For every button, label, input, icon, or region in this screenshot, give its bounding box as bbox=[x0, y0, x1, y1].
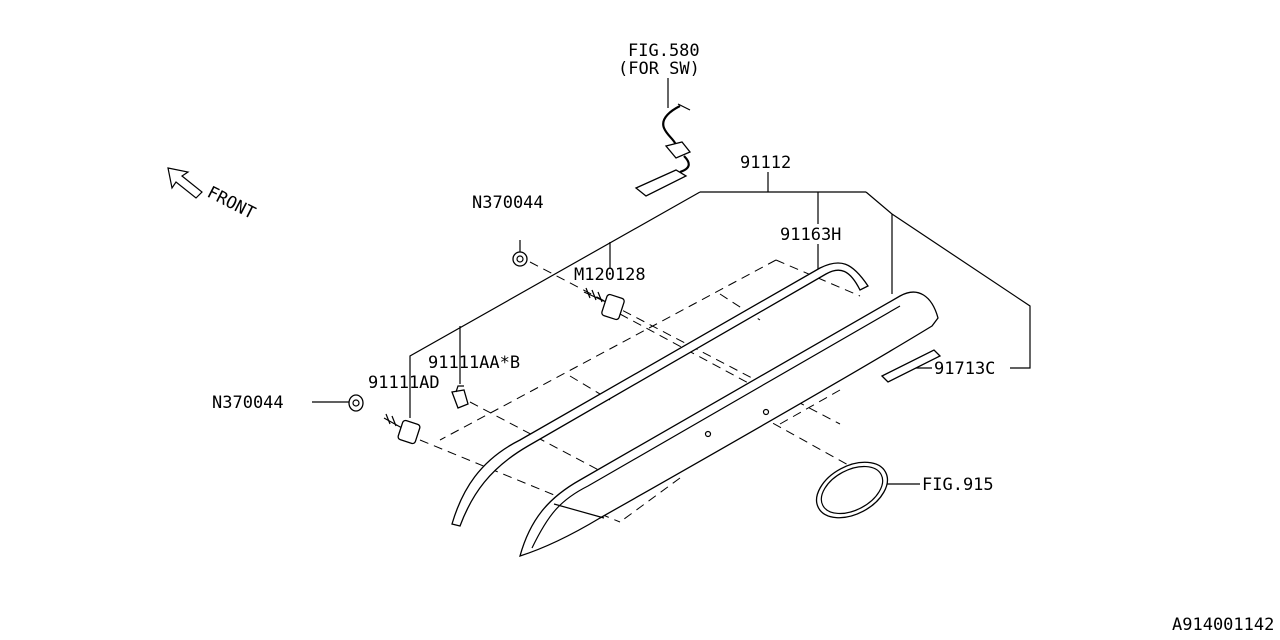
lamp-lens bbox=[815, 461, 889, 519]
callout-fig915: FIG.915 bbox=[922, 475, 994, 495]
hole-mark-1 bbox=[762, 408, 770, 416]
nut-lower bbox=[348, 394, 364, 412]
hole-mark-2 bbox=[704, 430, 712, 438]
callout-91163h: 91163H bbox=[780, 225, 841, 245]
molding-strip bbox=[451, 262, 869, 527]
callout-fig580: FIG.580 bbox=[628, 41, 700, 61]
garnish-panel bbox=[519, 291, 939, 557]
callout-for-sw: (FOR SW) bbox=[618, 59, 700, 79]
diagram-id: A914001142 bbox=[1172, 615, 1274, 635]
callout-91112: 91112 bbox=[740, 153, 791, 173]
callout-n370044-lower: N370044 bbox=[212, 393, 284, 413]
callout-91111aa: 91111AA*B bbox=[428, 353, 520, 373]
clip-91111ad bbox=[383, 413, 421, 445]
nut-upper bbox=[512, 251, 528, 267]
callout-91111ad: 91111AD bbox=[368, 373, 440, 393]
clip-91111aa bbox=[451, 385, 469, 409]
front-indicator: FRONT bbox=[167, 167, 259, 224]
callout-m120128: M120128 bbox=[574, 265, 646, 285]
seal-strip bbox=[880, 349, 942, 383]
front-label: FRONT bbox=[204, 183, 259, 224]
harness-connector bbox=[634, 78, 692, 197]
callout-91713c: 91713C bbox=[934, 359, 995, 379]
callout-n370044-upper: N370044 bbox=[472, 193, 544, 213]
leader-lines bbox=[312, 172, 1031, 485]
clip-m120128 bbox=[583, 287, 625, 321]
front-arrow-icon bbox=[167, 167, 203, 199]
